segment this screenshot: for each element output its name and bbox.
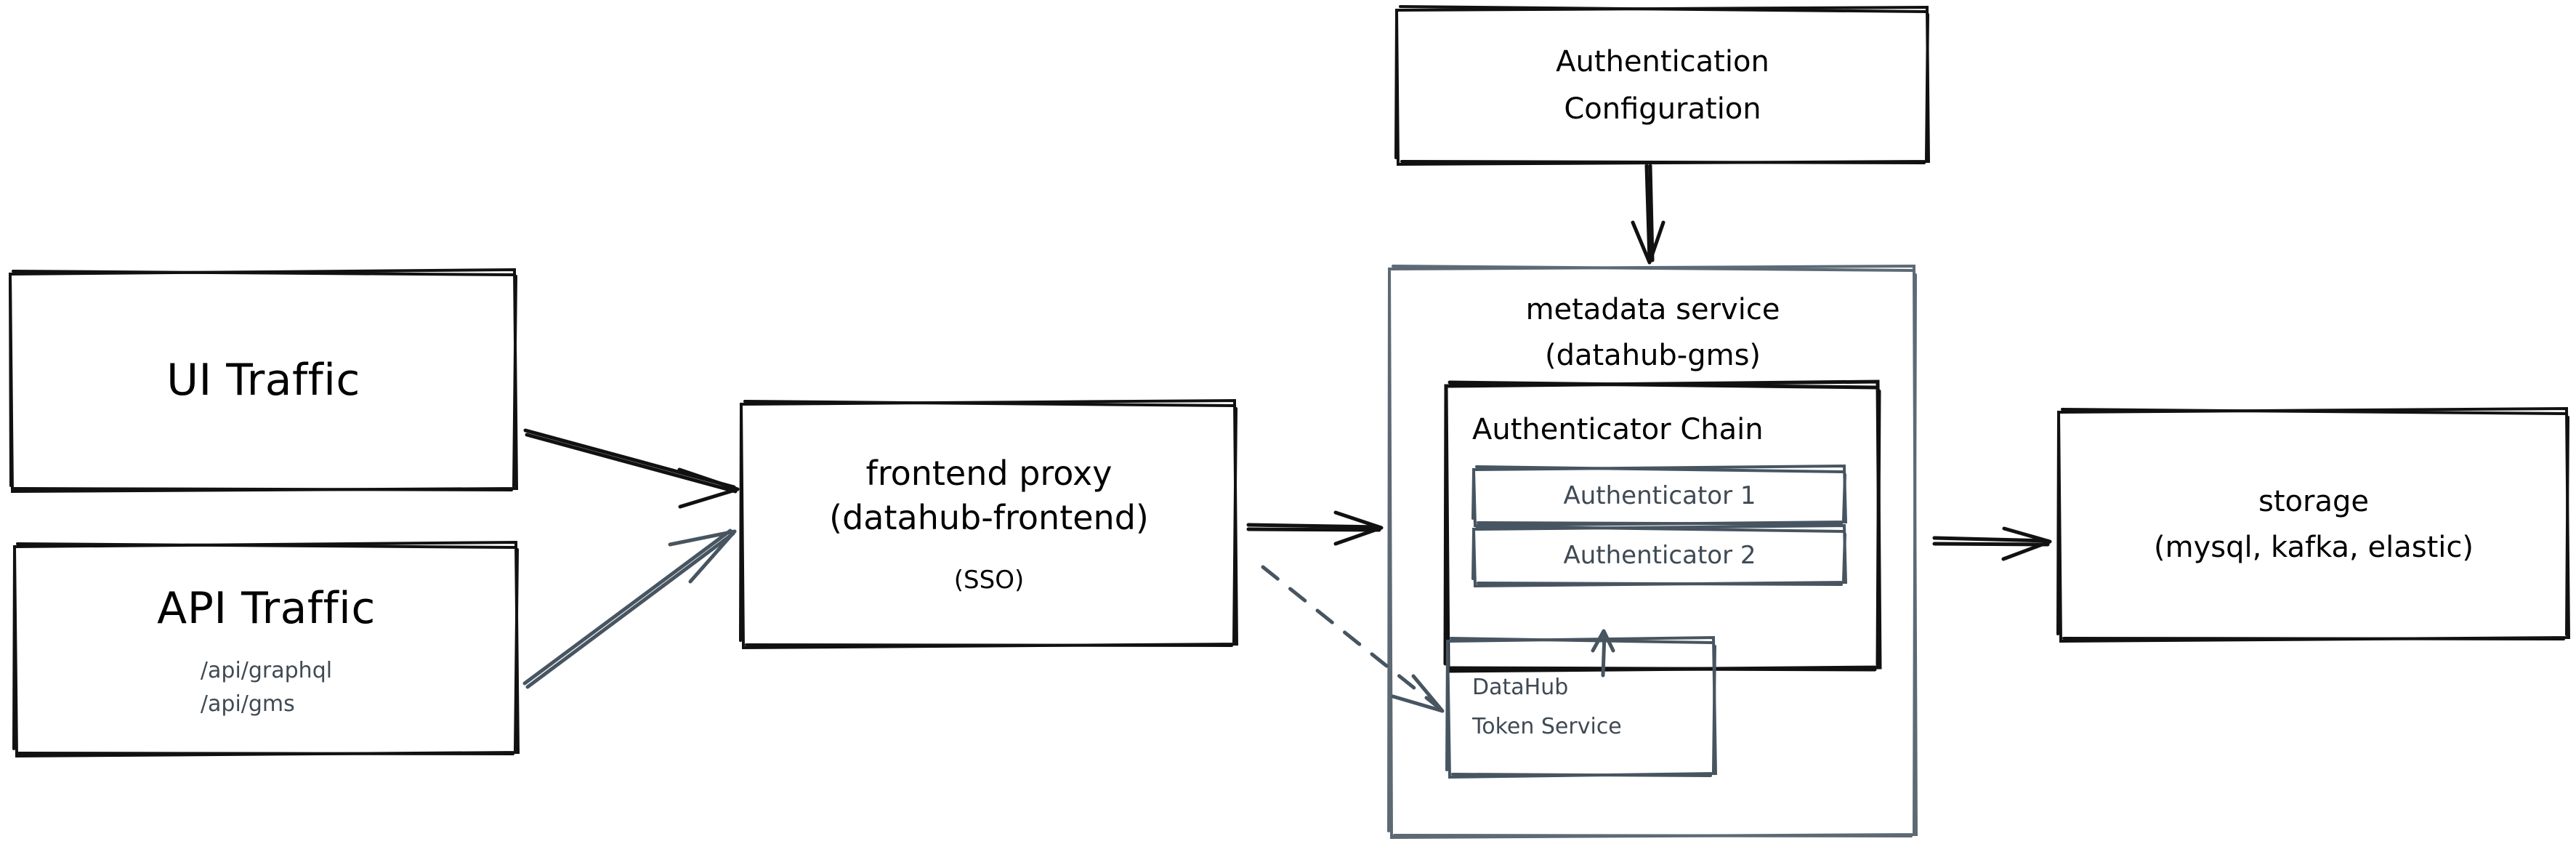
- node-authenticator-2[interactable]: Authenticator 2: [1474, 526, 1846, 586]
- storage-label: storage: [2258, 485, 2369, 519]
- node-auth-config[interactable]: Authentication Configuration: [1397, 7, 1929, 164]
- authenticator-1-label: Authenticator 1: [1563, 481, 1756, 510]
- arrow-frontend-proxy-to-metadata-service: [1246, 510, 1384, 546]
- arrow-metadata-service-to-storage: [1932, 526, 2052, 561]
- node-storage[interactable]: storage (mysql, kafka, elastic): [2059, 409, 2569, 641]
- token-service-sublabel: Token Service: [1472, 714, 1622, 739]
- token-service-label: DataHub: [1472, 675, 1569, 701]
- storage-sublabel: (mysql, kafka, elastic): [2154, 531, 2474, 564]
- node-ui-traffic[interactable]: UI Traffic: [10, 270, 517, 491]
- api-traffic-label: API Traffic: [157, 582, 376, 634]
- metadata-service-sublabel: (datahub-gms): [1544, 338, 1761, 372]
- auth-config-sublabel: Configuration: [1564, 92, 1761, 126]
- authenticator-2-label: Authenticator 2: [1563, 541, 1756, 571]
- arrow-api-traffic-to-frontend-proxy: [522, 528, 737, 689]
- node-authenticator-chain[interactable]: Authenticator Chain: [1446, 382, 1880, 671]
- node-authenticator-1[interactable]: Authenticator 1: [1474, 466, 1846, 526]
- node-api-traffic[interactable]: API Traffic /api/graphql /api/gms: [15, 542, 518, 756]
- node-metadata-service[interactable]: metadata service (datahub-gms): [1389, 266, 1916, 837]
- authenticator-chain-label: Authenticator Chain: [1472, 413, 1764, 446]
- auth-config-label: Authentication: [1556, 45, 1769, 79]
- api-traffic-paths: /api/graphql /api/gms: [201, 656, 332, 718]
- ui-traffic-label: UI Traffic: [166, 354, 360, 406]
- metadata-service-label: metadata service: [1525, 293, 1780, 326]
- frontend-proxy-note: (SSO): [953, 566, 1025, 595]
- arrow-auth-config-to-metadata-service: [1631, 164, 1665, 265]
- api-traffic-path-graphql: /api/graphql: [200, 658, 333, 683]
- arrow-ui-traffic-to-frontend-proxy: [523, 428, 740, 509]
- frontend-proxy-sublabel: (datahub-frontend): [829, 497, 1149, 537]
- frontend-proxy-label: frontend proxy: [865, 453, 1113, 493]
- node-token-service[interactable]: DataHub Token Service: [1448, 638, 1716, 777]
- api-traffic-path-gms: /api/gms: [200, 691, 295, 717]
- node-frontend-proxy[interactable]: frontend proxy (datahub-frontend) (SSO): [741, 401, 1237, 648]
